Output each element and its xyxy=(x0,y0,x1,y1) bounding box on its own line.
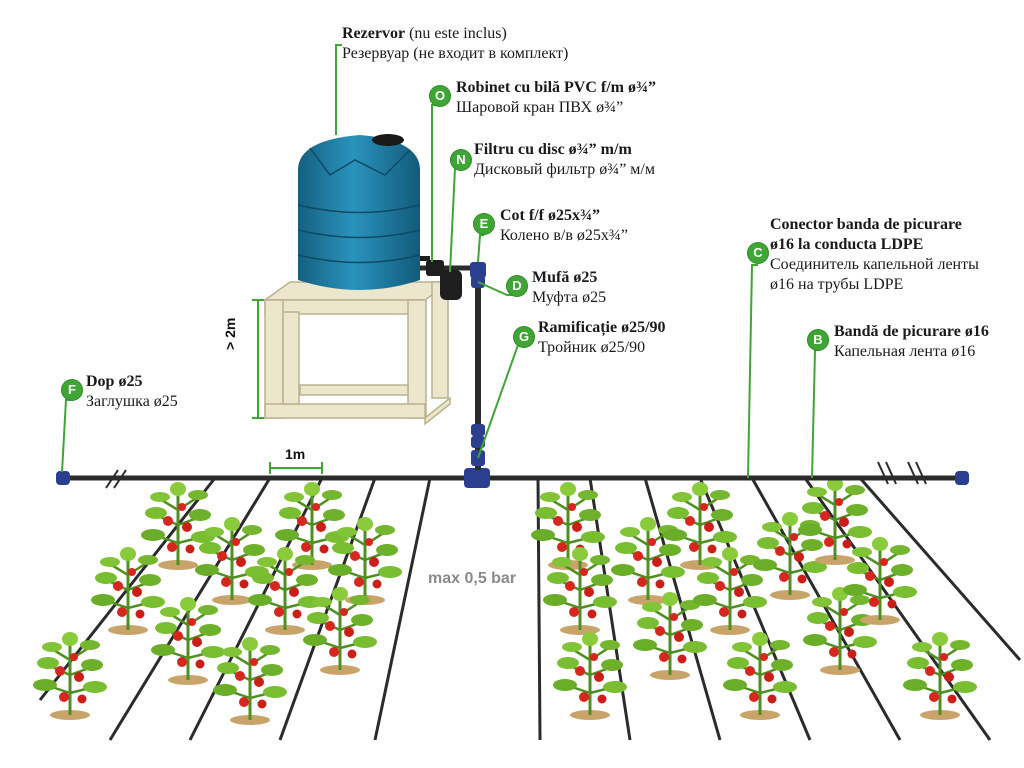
label-disc-filter: Filtru cu disc ø¾” m/m Дисковый фильтр ø… xyxy=(474,140,655,180)
label-ball-valve: Robinet cu bilă PVC f/m ø¾” Шаровой кран… xyxy=(456,78,656,118)
label-elbow-title: Cot f/f ø25x¾” xyxy=(500,207,600,224)
label-connector-title2: ø16 la conducta LDPE xyxy=(770,236,924,253)
label-tee-title: Ramificație ø25/90 xyxy=(538,319,666,336)
water-tank xyxy=(297,134,421,290)
label-tee-ru: Тройник ø25/90 xyxy=(538,339,646,356)
label-tee: Ramificație ø25/90 Тройник ø25/90 xyxy=(538,318,666,358)
label-reservoir-ru: Резервуар (не входит в комплект) xyxy=(342,45,569,62)
tank-stand xyxy=(262,281,453,426)
ball-valve xyxy=(426,260,444,276)
label-coupling-ru: Муфта ø25 xyxy=(532,289,607,306)
dimension-markers xyxy=(252,299,323,474)
label-elbow: Cot f/f ø25x¾” Колено в/в ø25x¾” xyxy=(500,206,628,246)
label-end-plug-title: Dop ø25 xyxy=(86,373,143,390)
badge-O: O xyxy=(430,86,450,106)
label-reservoir-note: (nu este inclus) xyxy=(405,25,507,42)
label-disc-filter-ru: Дисковый фильтр ø¾” м/м xyxy=(474,161,655,178)
label-drip-tape-ru: Капельная лента ø16 xyxy=(834,343,976,360)
label-connector-ru2: ø16 на трубы LDPE xyxy=(770,276,904,293)
label-connector: Conector banda de picurare ø16 la conduc… xyxy=(770,215,979,295)
height-dimension-label: > 2m xyxy=(222,317,238,350)
end-plug-left xyxy=(56,471,70,485)
label-elbow-ru: Колено в/в ø25x¾” xyxy=(500,227,628,244)
supply-assembly xyxy=(420,256,486,470)
badge-B: B xyxy=(808,330,828,350)
badge-E: E xyxy=(474,214,494,234)
label-end-plug-ru: Заглушка ø25 xyxy=(86,393,178,410)
badge-N: N xyxy=(451,150,471,170)
label-drip-tape: Bandă de picurare ø16 Капельная лента ø1… xyxy=(834,322,989,362)
badge-F: F xyxy=(62,380,82,400)
label-ball-valve-title: Robinet cu bilă PVC f/m ø¾” xyxy=(456,79,656,96)
tee-fitting xyxy=(464,468,490,488)
badge-G: G xyxy=(514,327,534,347)
badge-D: D xyxy=(507,276,527,296)
label-connector-ru1: Соединитель капельной ленты xyxy=(770,256,979,273)
spacing-dimension-label: 1m xyxy=(285,446,306,462)
badge-C: C xyxy=(748,243,768,263)
label-disc-filter-title: Filtru cu disc ø¾” m/m xyxy=(474,141,632,158)
end-plug-right xyxy=(955,471,969,485)
label-end-plug: Dop ø25 Заглушка ø25 xyxy=(86,372,178,412)
main-pipe xyxy=(56,461,969,489)
label-drip-tape-title: Bandă de picurare ø16 xyxy=(834,323,989,340)
label-reservoir-title: Rezervor xyxy=(342,25,406,42)
label-connector-title1: Conector banda de picurare xyxy=(770,216,962,233)
disc-filter xyxy=(440,270,462,300)
label-coupling: Mufă ø25 Муфта ø25 xyxy=(532,268,606,308)
label-coupling-title: Mufă ø25 xyxy=(532,269,598,286)
max-pressure-label: max 0,5 bar xyxy=(428,570,517,587)
label-ball-valve-ru: Шаровой кран ПВХ ø¾” xyxy=(456,99,624,116)
elbow-fitting xyxy=(470,262,486,278)
tomato-plants xyxy=(31,475,979,727)
label-reservoir: Rezervor (nu este inclus) Резервуар (не … xyxy=(342,24,568,64)
